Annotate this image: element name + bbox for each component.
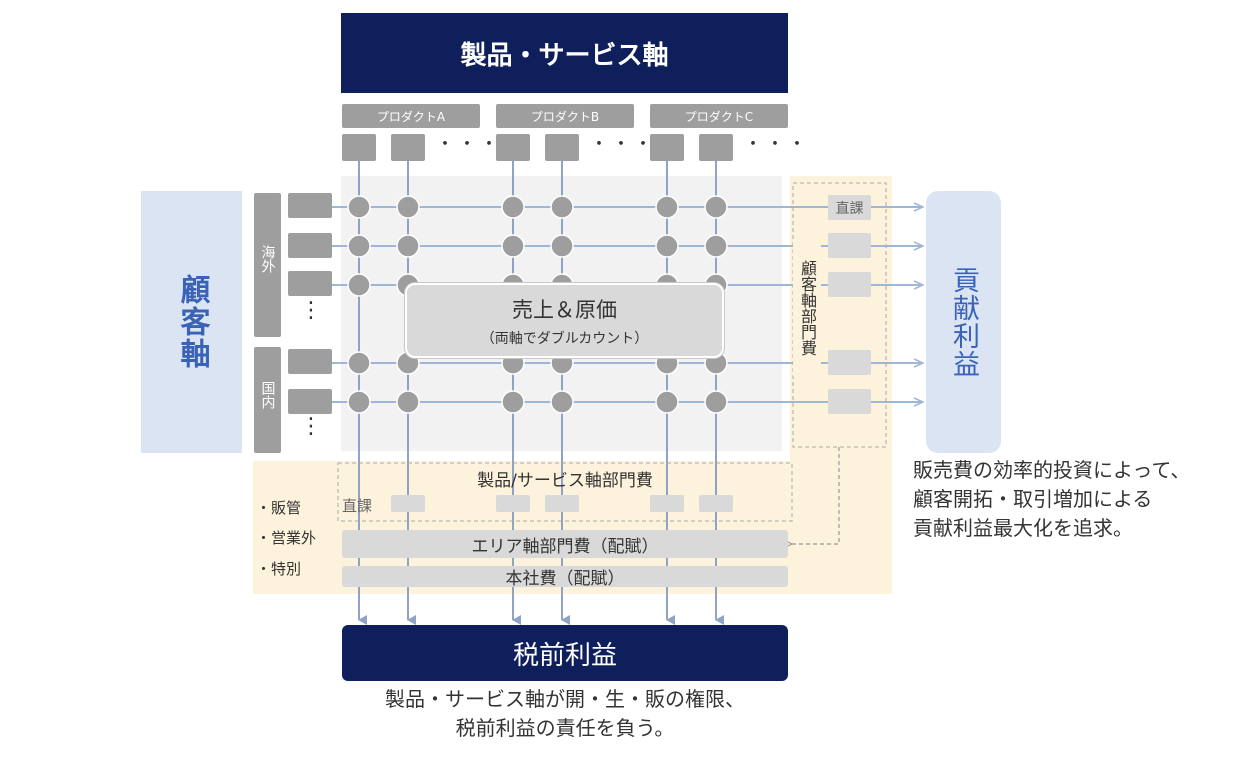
- overseas-ellipsis: ⋮: [300, 298, 322, 323]
- region-overseas-label: 海外: [259, 245, 276, 273]
- product-axis-title: 製品・サービス軸: [460, 40, 669, 71]
- customer-axis-box: 顧客軸: [141, 191, 242, 453]
- region-domestic: 国内: [254, 347, 281, 453]
- product-b-ellipsis: ・・・: [590, 134, 656, 155]
- customer-direct-box-4: [828, 350, 871, 375]
- area-cost-label: エリア軸部門費（配賦）: [471, 536, 659, 557]
- product-c-ellipsis: ・・・: [744, 134, 810, 155]
- bottom-caption: 製品・サービス軸が開・生・販の権限、 税前利益の責任を負う。: [342, 685, 788, 743]
- product-direct-box-3: [545, 495, 579, 512]
- right-caption-line-1: 販売費の効率的投資によって、: [913, 458, 1191, 482]
- pretax-profit-box: 税前利益: [342, 625, 788, 681]
- product-dept-dashed-box: [337, 462, 793, 522]
- product-a-label: プロダクトA: [376, 109, 446, 124]
- horizontal-flow-lines: [332, 207, 922, 402]
- product-direct-box-4: [650, 495, 684, 512]
- customer-row-5-box: [288, 389, 332, 414]
- product-a-item-1: [342, 134, 376, 161]
- product-a-ellipsis: ・・・: [436, 134, 502, 155]
- product-b-label: プロダクトB: [530, 109, 600, 124]
- right-caption-line-3: 貢献利益最大化を追求。: [913, 516, 1133, 540]
- customer-row-3-box: [288, 271, 332, 296]
- customer-dept-cost-label: 顧客軸部門費: [793, 240, 821, 376]
- customer-row-1-box: [288, 193, 332, 218]
- product-a-item-2: [391, 134, 425, 161]
- customer-direct-box-3: [828, 272, 871, 297]
- customer-direct-box-1: 直課: [828, 195, 871, 220]
- product-b-header: プロダクトB: [496, 104, 634, 128]
- domestic-ellipsis: ⋮: [300, 414, 322, 439]
- product-b-item-1: [496, 134, 530, 161]
- customer-direct-box-5: [828, 389, 871, 414]
- hq-cost-bar: 本社費（配賦）: [342, 566, 788, 589]
- customer-row-4-box: [288, 349, 332, 374]
- region-domestic-label: 国内: [259, 381, 276, 409]
- product-dept-cost-label: 製品/サービス軸部門費: [477, 471, 653, 491]
- hq-cost-label: 本社費（配賦）: [505, 569, 625, 589]
- customer-direct-label: 直課: [835, 200, 864, 217]
- product-direct-box-1: [391, 495, 425, 512]
- sales-cost-box: 売上＆原価 （両軸でダブルカウント）: [405, 283, 724, 358]
- bottom-caption-line-1: 製品・サービス軸が開・生・販の権限、: [385, 687, 745, 711]
- product-c-item-2: [699, 134, 733, 161]
- contribution-profit-title: 貢献利益: [948, 266, 979, 378]
- customer-axis-title: 顧客軸: [174, 274, 210, 370]
- product-c-item-1: [650, 134, 684, 161]
- area-cost-bar: エリア軸部門費（配賦）: [342, 530, 788, 558]
- product-b-item-2: [545, 134, 579, 161]
- pretax-profit-title: 税前利益: [512, 640, 617, 671]
- region-overseas: 海外: [254, 193, 281, 337]
- contribution-profit-box: 貢献利益: [926, 191, 1001, 453]
- bottom-caption-line-2: 税前利益の責任を負う。: [455, 716, 675, 740]
- product-direct-box-2: [496, 495, 530, 512]
- sales-cost-subtitle: （両軸でダブルカウント）: [480, 330, 649, 347]
- right-caption-line-2: 顧客開拓・取引増加による: [913, 487, 1153, 511]
- product-direct-box-5: [699, 495, 733, 512]
- product-axis-header: 製品・サービス軸: [341, 13, 788, 93]
- product-c-header: プロダクトC: [650, 104, 788, 128]
- sales-cost-title: 売上＆原価: [512, 297, 617, 322]
- product-c-label: プロダクトC: [684, 109, 754, 124]
- note-extraordinary: ・特別: [256, 560, 302, 578]
- note-non-operating: ・営業外: [256, 529, 317, 547]
- customer-row-2-box: [288, 233, 332, 258]
- customer-direct-box-2: [828, 233, 871, 258]
- note-sga: ・販管: [256, 499, 302, 517]
- product-direct-label: 直課: [342, 497, 373, 515]
- allocation-dashed-arrow: [792, 447, 840, 544]
- product-a-header: プロダクトA: [342, 104, 480, 128]
- right-caption: 販売費の効率的投資によって、 顧客開拓・取引増加による 貢献利益最大化を追求。: [913, 456, 1243, 543]
